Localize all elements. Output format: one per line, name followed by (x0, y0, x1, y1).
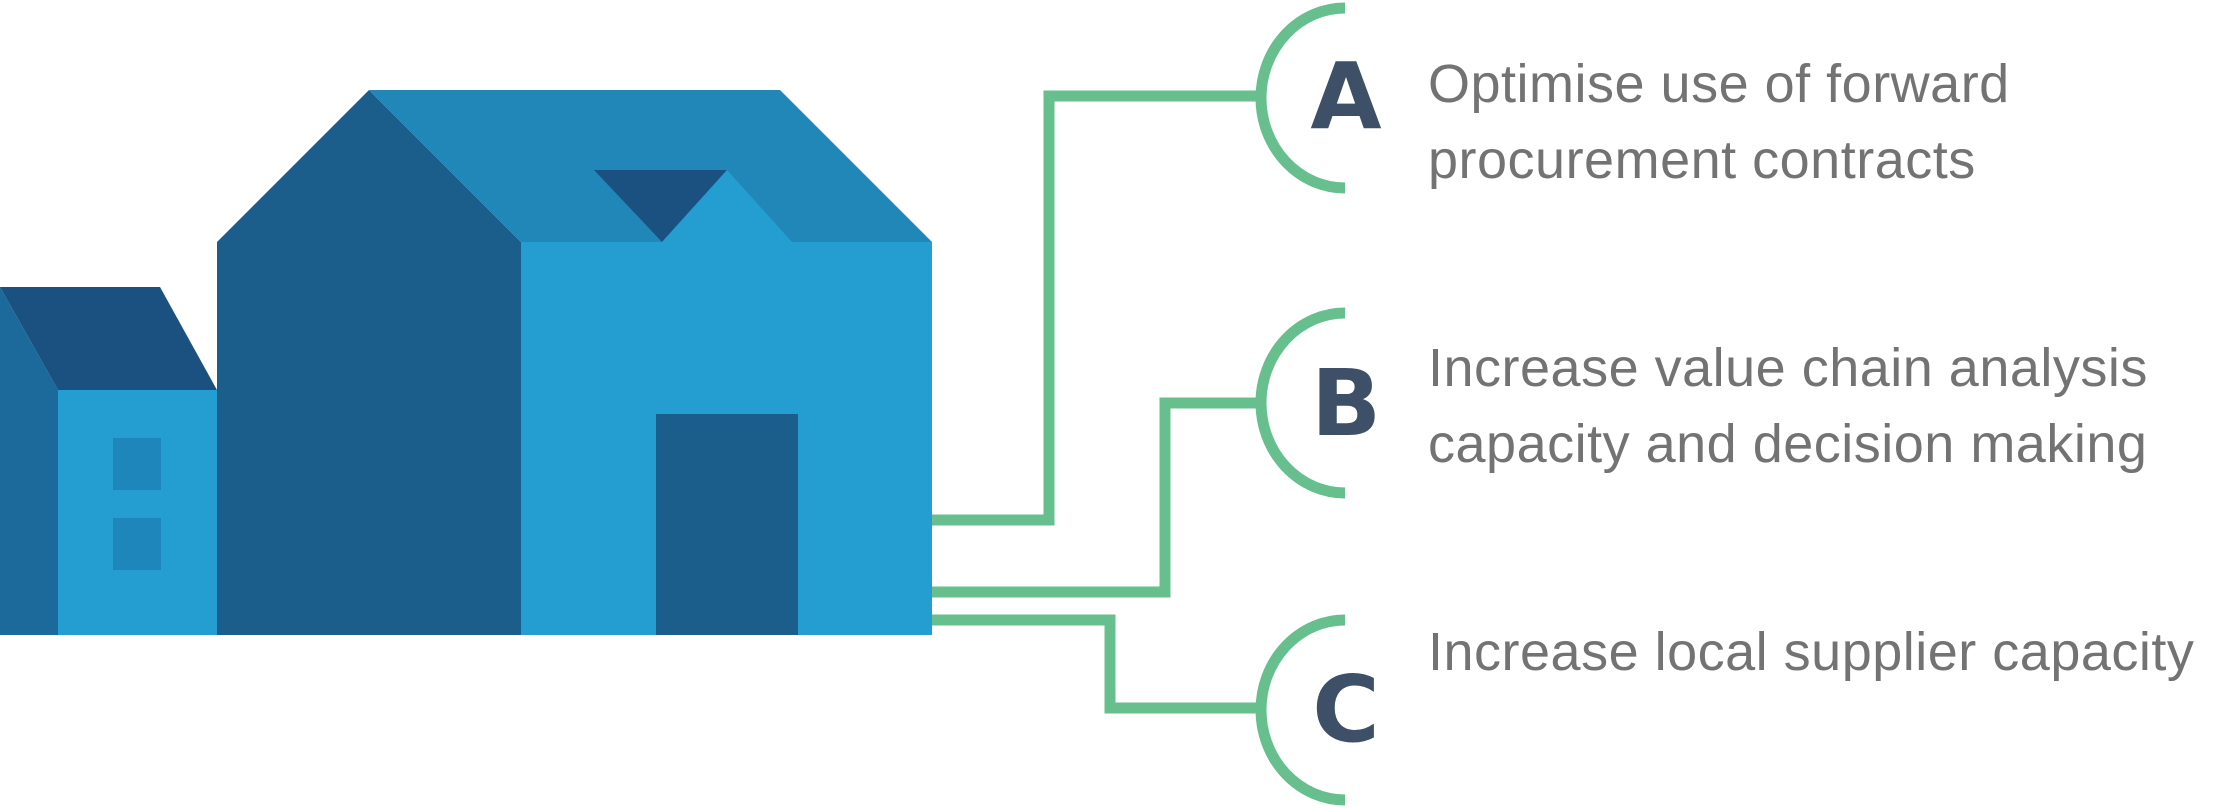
letter-brackets (1255, 2, 1346, 806)
main-house-roof (369, 90, 932, 242)
item-c-line-1: Increase local supplier capacity (1428, 622, 2195, 682)
letter-c: C (1312, 656, 1380, 763)
main-house-door (656, 414, 798, 635)
item-b-line-2: capacity and decision making (1428, 414, 2148, 474)
dormer-shadow (594, 170, 727, 242)
small-house-window-lower (113, 518, 161, 570)
item-a-text: Optimise use of forward procurement cont… (1428, 46, 2010, 198)
item-a-line-2: procurement contracts (1428, 130, 1976, 190)
connector-line-a (932, 90, 1264, 526)
small-house-roof (0, 287, 217, 390)
connector-line-b (932, 397, 1264, 598)
letter-b: B (1311, 350, 1381, 457)
bracket-b (1255, 307, 1346, 499)
item-c-text: Increase local supplier capacity (1428, 614, 2194, 690)
houses-illustration (0, 90, 932, 635)
bracket-a (1255, 2, 1346, 194)
small-house-window-upper (113, 438, 161, 490)
letter-a: A (1310, 43, 1381, 150)
bracket-c (1255, 614, 1346, 806)
main-house-front-wall (521, 170, 932, 635)
connectors (932, 90, 1264, 714)
tall-house-body (217, 90, 521, 635)
item-b-line-1: Increase value chain analysis (1428, 338, 2148, 398)
small-house-side-wall (0, 287, 58, 635)
item-a-line-1: Optimise use of forward (1428, 54, 2010, 114)
item-b-text: Increase value chain analysis capacity a… (1428, 330, 2148, 482)
small-house-front-wall (58, 390, 217, 635)
connector-line-c (932, 614, 1264, 714)
